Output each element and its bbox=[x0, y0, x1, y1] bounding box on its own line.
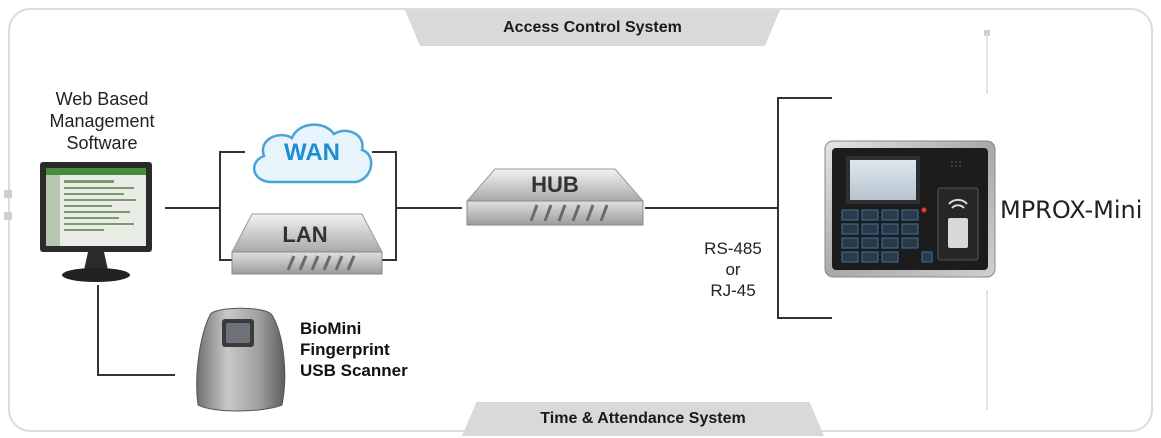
connection-label-line1: RS-485 bbox=[704, 239, 762, 258]
tab-access-control: Access Control System bbox=[405, 10, 780, 46]
frame-marker-left-bottom bbox=[4, 212, 12, 220]
scanner-label: BioMini Fingerprint USB Scanner bbox=[300, 318, 408, 381]
frame-marker-left-top bbox=[4, 190, 12, 198]
tab-time-attendance: Time & Attendance System bbox=[462, 402, 824, 436]
pc-label-line1: Web Based bbox=[55, 89, 149, 109]
pc-label-line2: Management bbox=[49, 111, 155, 131]
frame-marker-right bbox=[984, 30, 990, 36]
monitor-icon bbox=[40, 162, 152, 282]
pc-label: Web Based Management Software bbox=[22, 88, 182, 154]
connection-label: RS-485 or RJ-45 bbox=[688, 238, 778, 301]
access-terminal-icon bbox=[824, 140, 996, 278]
scanner-label-line3: USB Scanner bbox=[300, 361, 408, 380]
lan-switch-icon bbox=[231, 213, 383, 275]
wan-label: WAN bbox=[284, 139, 340, 166]
lan-label: LAN bbox=[282, 222, 328, 247]
hub-label: HUB bbox=[531, 172, 579, 197]
frame-divider-right bbox=[986, 34, 988, 94]
scanner-label-line2: Fingerprint bbox=[300, 340, 390, 359]
scanner-label-line1: BioMini bbox=[300, 319, 362, 338]
pc-label-line3: Software bbox=[66, 133, 138, 153]
fingerprint-scanner-icon bbox=[196, 307, 286, 412]
connection-label-line2: or bbox=[725, 260, 741, 279]
connection-label-line3: RJ-45 bbox=[710, 281, 756, 300]
device-name-label: MPROX-Mini bbox=[1000, 196, 1143, 224]
hub-icon bbox=[465, 168, 645, 226]
frame-divider-right-lower bbox=[986, 290, 988, 410]
cloud-icon bbox=[252, 123, 373, 184]
